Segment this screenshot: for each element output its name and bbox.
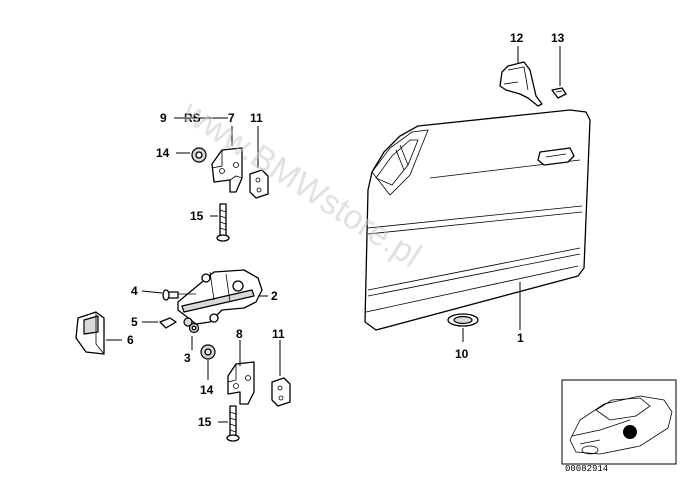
plate-part-11-upper [249, 169, 269, 199]
nut-part-14-upper [191, 147, 207, 163]
cover-part-6 [75, 311, 105, 355]
callout-9: 9 [160, 111, 167, 125]
car-locator-thumbnail: 00082914 [561, 379, 677, 474]
callout-5: 5 [131, 315, 138, 329]
callout-3: 3 [184, 351, 191, 365]
hinge-part-7 [211, 147, 243, 193]
callout-15-lower: 15 [198, 415, 212, 429]
callout-11-lower: 11 [272, 327, 285, 341]
clip-part-5 [159, 317, 193, 329]
callout-6: 6 [127, 333, 134, 347]
callout-labels: 1 2 3 4 5 6 7 8 9 RS 10 11 11 12 13 14 1… [127, 31, 565, 429]
callout-2: 2 [271, 289, 278, 303]
bracket-part-12 [499, 61, 543, 107]
bolt-part-15-lower [226, 405, 240, 442]
callout-11-upper: 11 [250, 111, 263, 125]
nut-part-14-lower [200, 344, 216, 360]
callout-13: 13 [551, 31, 565, 45]
callout-15-upper: 15 [190, 209, 204, 223]
door-location-marker-icon [623, 425, 637, 439]
callout-7: 7 [228, 111, 235, 125]
plate-part-11-lower [271, 377, 291, 407]
callout-12: 12 [510, 31, 524, 45]
bolt-part-15-upper [216, 203, 230, 242]
screw-part-4 [162, 289, 196, 301]
clip-part-13 [551, 87, 567, 99]
diagram-code: 00082914 [565, 464, 608, 474]
hinge-part-8 [227, 361, 255, 405]
check-strap-part-2 [177, 269, 263, 325]
washer-part-3 [188, 322, 200, 334]
callout-10: 10 [455, 347, 469, 361]
callout-1: 1 [517, 331, 524, 345]
callout-8: 8 [236, 327, 243, 341]
callout-14-upper: 14 [156, 146, 170, 160]
grommet-part-10 [447, 313, 479, 327]
door-shell [364, 109, 591, 331]
callout-9-rs: RS [184, 111, 201, 125]
callout-14-lower: 14 [200, 383, 214, 397]
callout-4: 4 [131, 284, 138, 298]
leader-4 [141, 290, 163, 294]
